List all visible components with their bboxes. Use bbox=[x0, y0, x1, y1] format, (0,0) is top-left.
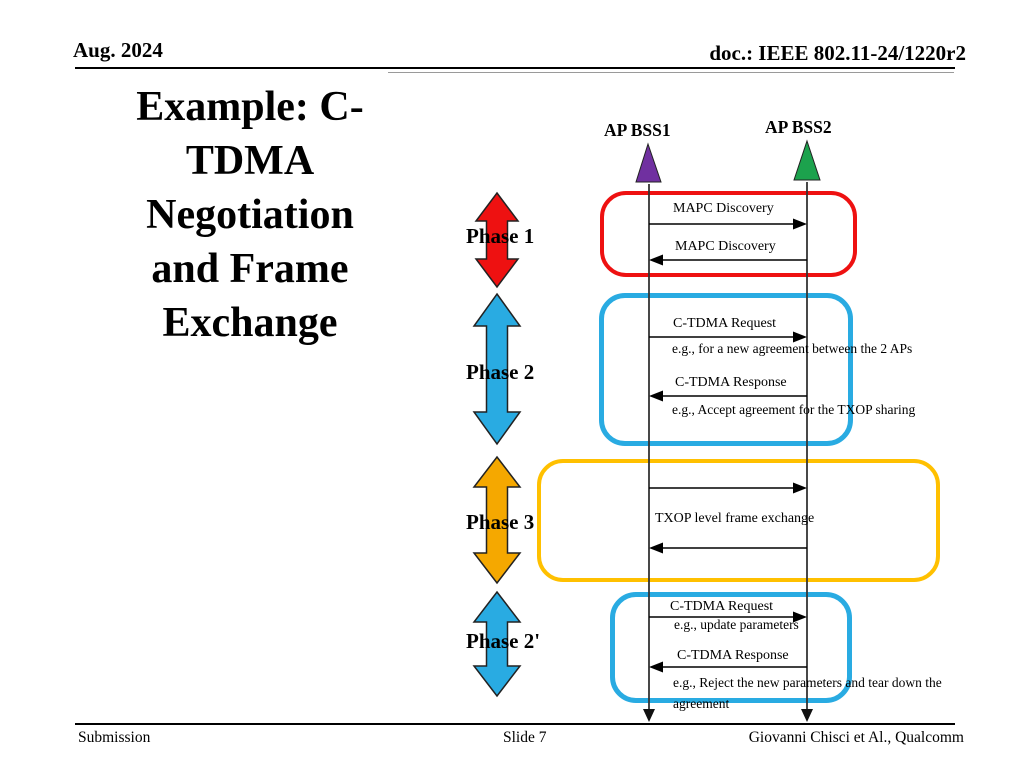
title-line: Negotiation bbox=[146, 192, 354, 238]
message-txop-frame-exchange: TXOP level frame exchange bbox=[655, 511, 815, 526]
phase2b-group-box bbox=[610, 592, 852, 703]
left-arrowhead-icon bbox=[649, 542, 663, 554]
footer-submission: Submission bbox=[78, 729, 151, 746]
phase3-label: Phase 3 bbox=[466, 510, 535, 534]
lifeline-bss2-end-arrow bbox=[801, 709, 813, 722]
right-arrowhead-icon bbox=[793, 482, 807, 494]
message-mapc-discovery-1: MAPC Discovery bbox=[673, 201, 774, 216]
phase2b-double-arrow bbox=[472, 590, 522, 698]
header-date: Aug. 2024 bbox=[73, 38, 163, 62]
phase1-label: Phase 1 bbox=[466, 224, 535, 248]
actor-label-ap-bss2: AP BSS2 bbox=[765, 117, 832, 137]
note-update-parameters: e.g., update parameters bbox=[674, 617, 799, 632]
phase3-double-arrow bbox=[472, 455, 522, 585]
title-line: TDMA bbox=[185, 138, 315, 184]
message-ctdma-response-2: C-TDMA Response bbox=[677, 648, 789, 663]
ap-bss1-triangle-icon bbox=[635, 142, 662, 183]
phase2b-label: Phase 2' bbox=[466, 629, 541, 653]
right-arrowhead-icon bbox=[793, 331, 807, 343]
phase2-label: Phase 2 bbox=[466, 360, 535, 384]
title-line: Example: C- bbox=[136, 84, 364, 130]
header-rule bbox=[75, 67, 955, 69]
phase2-double-arrow bbox=[472, 292, 522, 446]
footer-slide-number: Slide 7 bbox=[503, 729, 547, 746]
note-new-agreement: e.g., for a new agreement between the 2 … bbox=[672, 341, 913, 356]
footer-rule bbox=[75, 723, 955, 725]
lifelines bbox=[648, 182, 808, 712]
message-arrowheads bbox=[649, 218, 807, 673]
message-ctdma-response: C-TDMA Response bbox=[675, 375, 787, 390]
right-arrowhead-icon bbox=[793, 218, 807, 230]
right-arrowhead-icon bbox=[793, 611, 807, 623]
phase3-group-box bbox=[537, 459, 940, 582]
phase1-group-box bbox=[600, 191, 857, 277]
left-arrowhead-icon bbox=[649, 390, 663, 402]
message-mapc-discovery-2: MAPC Discovery bbox=[675, 239, 776, 254]
message-ctdma-request-2: C-TDMA Request bbox=[670, 599, 774, 614]
left-arrowhead-icon bbox=[649, 254, 663, 266]
ap-bss2-triangle-icon bbox=[793, 139, 821, 181]
phase1-double-arrow bbox=[474, 191, 520, 289]
title-line: and Frame bbox=[151, 246, 349, 292]
phase2-group-box bbox=[599, 293, 853, 446]
actor-label-ap-bss1: AP BSS1 bbox=[604, 120, 671, 140]
note-accept-agreement: e.g., Accept agreement for the TXOP shar… bbox=[672, 402, 916, 417]
header-doc-number: doc.: IEEE 802.11-24/1220r2 bbox=[709, 41, 966, 65]
message-ctdma-request: C-TDMA Request bbox=[673, 316, 777, 331]
header-rule-shadow bbox=[388, 72, 954, 73]
note-reject-parameters: e.g., Reject the new parameters and tear… bbox=[673, 675, 942, 711]
message-lines bbox=[649, 223, 807, 668]
lifeline-bss1-end-arrow bbox=[643, 709, 655, 722]
title-line: Exchange bbox=[162, 300, 338, 346]
slide-title: Example: C- TDMA Negotiation and Frame E… bbox=[80, 80, 420, 350]
footer-author: Giovanni Chisci et Al., Qualcomm bbox=[748, 729, 964, 746]
left-arrowhead-icon bbox=[649, 661, 663, 673]
